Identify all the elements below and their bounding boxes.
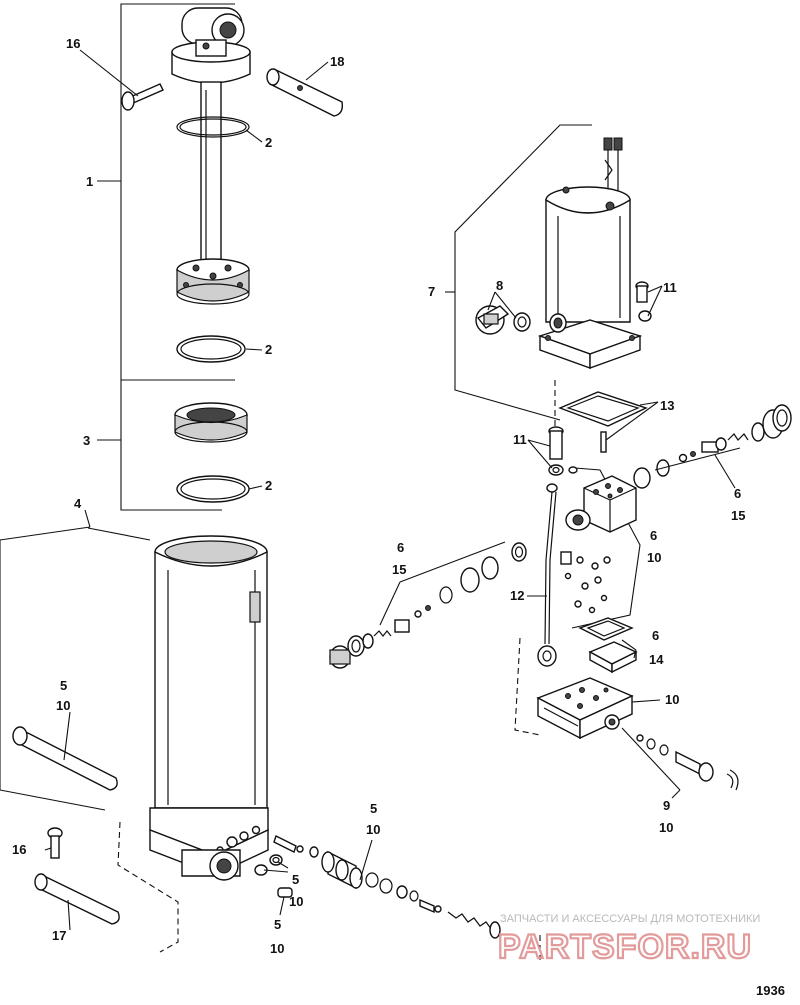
screw-mid — [548, 426, 578, 476]
callout-15-right: 15 — [731, 508, 745, 523]
callout-11-top: 11 — [663, 280, 677, 295]
callout-6-right: 6 — [734, 486, 741, 501]
callout-2-b: 2 — [265, 342, 272, 357]
fill-plug — [475, 305, 531, 335]
valve-series-right — [633, 404, 792, 489]
pump-body — [560, 475, 637, 614]
callout-10-bottom-a: 10 — [289, 894, 303, 909]
callout-5-bottom-a: 5 — [292, 872, 299, 887]
callout-2-a: 2 — [265, 135, 272, 150]
callout-10-low: 10 — [665, 692, 679, 707]
callout-17: 17 — [52, 928, 66, 943]
callout-5-left: 5 — [60, 678, 67, 693]
figure-number: 1936 — [756, 983, 785, 998]
manifold-plate — [536, 677, 634, 740]
watermark-logo: PARTSFOR.RU — [498, 928, 752, 966]
callout-7: 7 — [428, 284, 435, 299]
callout-leaders — [44, 49, 741, 931]
callout-4: 4 — [74, 496, 82, 511]
callout-labels: 16 18 2 1 2 3 2 4 5 10 16 17 5 10 5 10 5… — [12, 36, 745, 956]
callout-5-center: 5 — [370, 801, 377, 816]
callout-10-mid: 10 — [647, 550, 661, 565]
watermark-tagline: ЗАПЧАСТИ И АКСЕССУАРЫ ДЛЯ МОТОТЕХНИКИ — [500, 913, 760, 925]
callout-10-bottom-right: 10 — [659, 820, 673, 835]
callout-6-mid: 6 — [650, 528, 657, 543]
callout-9: 9 — [663, 798, 670, 813]
trim-cylinder — [149, 535, 269, 881]
callout-2-c: 2 — [265, 478, 272, 493]
manual-release-valve — [636, 734, 739, 791]
screw-top — [635, 281, 652, 322]
top-pins — [121, 68, 344, 117]
callout-5-bottom-b: 5 — [274, 917, 281, 932]
callout-13: 13 — [660, 398, 674, 413]
valve-series-center — [309, 846, 501, 939]
valve-series-left — [329, 542, 527, 669]
callout-6-left: 6 — [397, 540, 404, 555]
callout-11-mid: 11 — [513, 432, 527, 447]
ground-strap — [537, 483, 558, 667]
callout-16-bottom: 16 — [12, 842, 26, 857]
callout-8: 8 — [496, 278, 503, 293]
callout-15-left: 15 — [392, 562, 406, 577]
callout-10-center: 10 — [366, 822, 380, 837]
callout-3: 3 — [83, 433, 90, 448]
callout-18: 18 — [330, 54, 344, 69]
group-brackets — [0, 3, 641, 811]
gasket — [558, 391, 648, 453]
callout-10-bottom-b: 10 — [270, 941, 284, 956]
callout-1: 1 — [86, 174, 93, 189]
trim-rod-assembly — [171, 7, 251, 503]
watermark: ЗАПЧАСТИ И АКСЕССУАРЫ ДЛЯ МОТОТЕХНИКИ PA… — [497, 913, 760, 967]
pump-motor — [537, 137, 643, 369]
filter-seal — [578, 617, 638, 674]
cylinder-bolt — [12, 726, 118, 791]
callout-16-top: 16 — [66, 36, 80, 51]
callout-6-low: 6 — [652, 628, 659, 643]
callout-12: 12 — [510, 588, 524, 603]
callout-10-left: 10 — [56, 698, 70, 713]
callout-14: 14 — [649, 652, 664, 667]
lower-pins — [34, 827, 120, 925]
